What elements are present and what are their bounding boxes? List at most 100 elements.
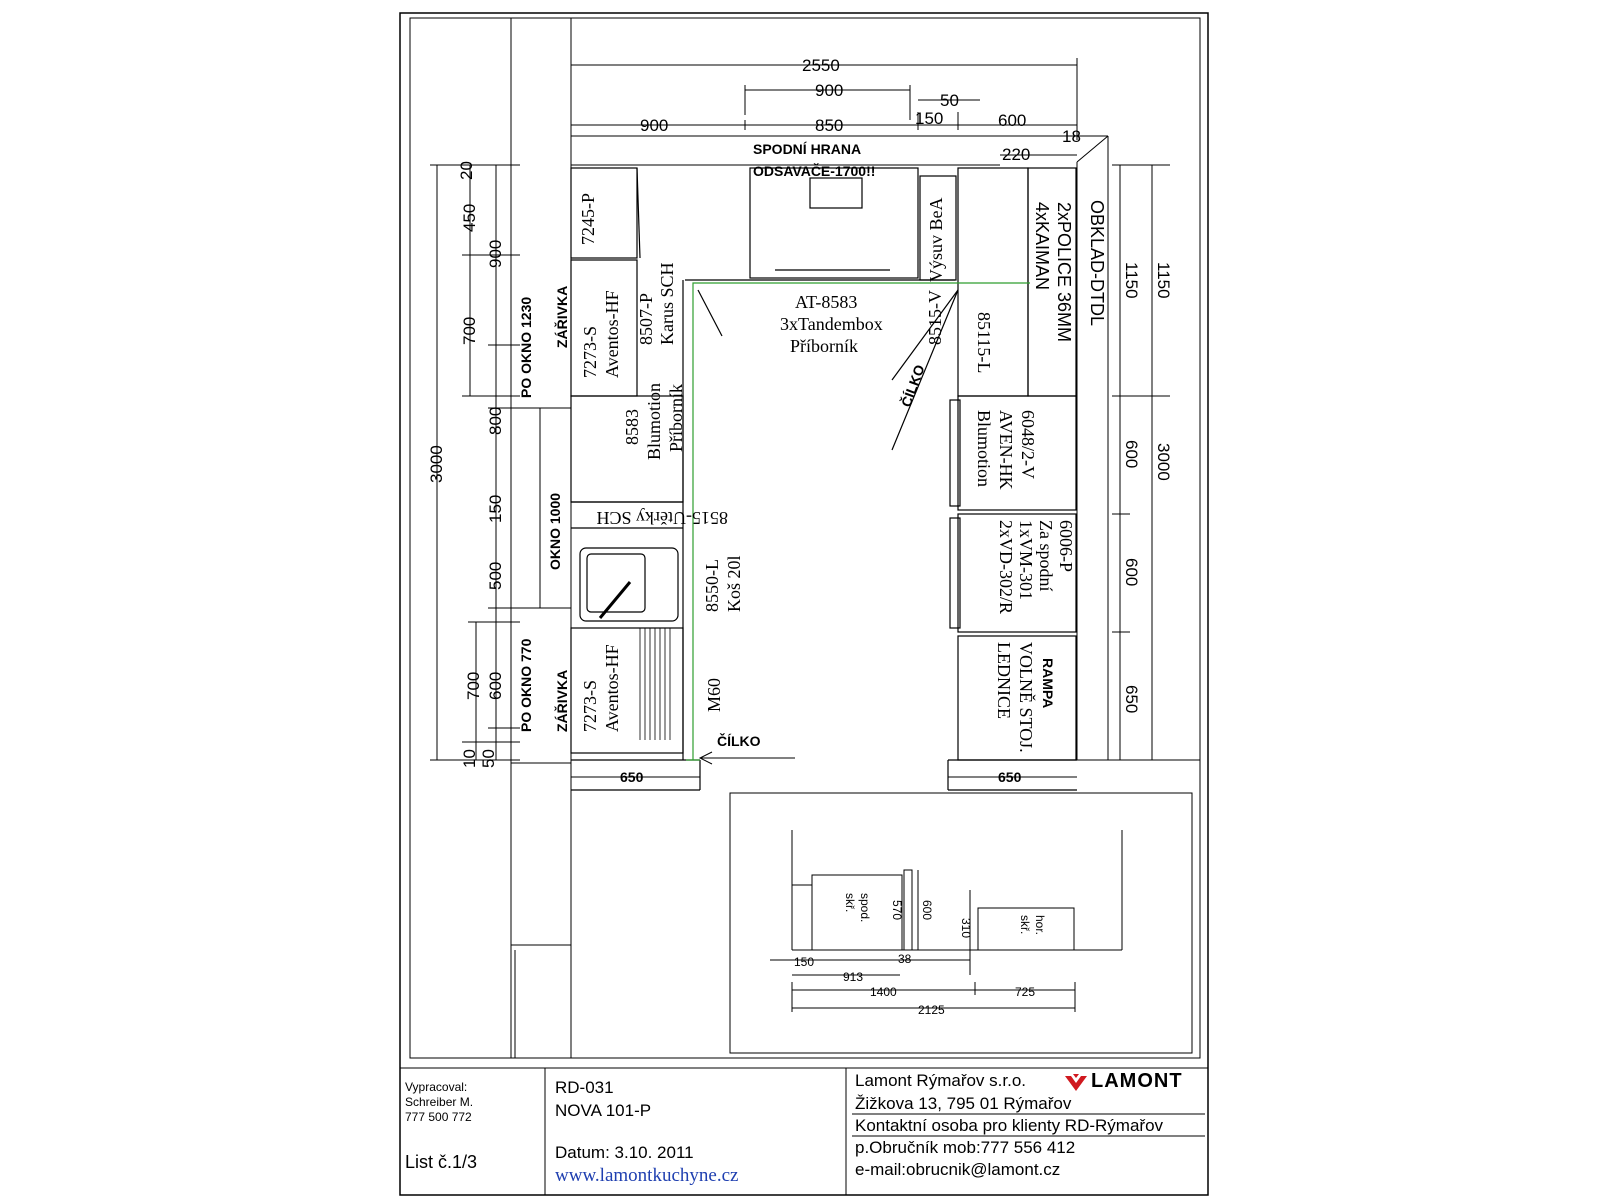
section-inset	[729, 792, 1193, 1054]
drawing-frame	[409, 17, 1201, 1059]
section-dim-725: 725	[1015, 985, 1035, 999]
label-8515-v: 8515-V	[925, 290, 945, 345]
tb-phone: 777 500 772	[405, 1110, 472, 1124]
dim-top-150: 150	[915, 109, 943, 128]
section-dim-310: 310	[959, 918, 973, 938]
page-frame	[399, 12, 1209, 1196]
label-po-okno-1230: PO OKNO 1230	[518, 297, 534, 398]
cab-8550-1: 8550-L	[702, 559, 722, 612]
dim-top-900-upper: 900	[815, 81, 843, 100]
dim-right-600-a: 600	[1122, 440, 1141, 468]
top-cabinets	[685, 167, 959, 451]
cab-8583-3: Příborník	[666, 384, 686, 452]
dim-bottom-650-left: 650	[620, 769, 644, 785]
dim-left-50: 50	[479, 749, 498, 768]
section-dim-570: 570	[890, 900, 904, 920]
dim-top-2550: 2550	[802, 56, 840, 75]
section-dim-1400: 1400	[870, 985, 897, 999]
tb-email[interactable]: e-mail:obrucnik@lamont.cz	[855, 1160, 1061, 1179]
cab-8515-uterky: 8515-Utěrky SCH	[597, 508, 729, 528]
dim-left-500: 500	[486, 562, 505, 590]
section-dim-600: 600	[920, 900, 934, 920]
section-spod-2: skř.	[843, 893, 857, 912]
label-vysuv-bea: Výsuv BeA	[926, 198, 946, 283]
dim-top-50: 50	[940, 91, 959, 110]
dim-left-10: 10	[460, 749, 479, 768]
countertop-edge	[686, 282, 1030, 761]
cilko-arrow	[698, 751, 795, 765]
label-okno-1000: OKNO 1000	[547, 493, 563, 570]
label-volne-stoj: VOLNĚ STOJ.	[1016, 642, 1037, 753]
cab-6006-3: 1xVM-301	[1016, 520, 1036, 600]
dim-left-450: 450	[460, 204, 479, 232]
label-police-2: 4xKAIMAN	[1032, 202, 1052, 290]
tb-datum: Datum: 3.10. 2011	[555, 1143, 694, 1162]
section-dim-2125: 2125	[918, 1003, 945, 1017]
dim-top-220: 220	[1002, 145, 1030, 164]
hood-label-line1: SPODNÍ HRANA	[753, 141, 861, 157]
label-police-1: 2xPOLICE 36MM	[1054, 202, 1074, 342]
label-at-8583: AT-8583	[795, 292, 857, 312]
tb-vypracoval: Vypracoval:	[405, 1080, 468, 1094]
dim-left-900: 900	[486, 240, 505, 268]
cab-8583-1: 8583	[622, 409, 642, 445]
left-cabinets	[570, 167, 701, 791]
dim-right-1150-a: 1150	[1122, 262, 1141, 299]
tb-person: p.Obručník mob:777 556 412	[855, 1138, 1076, 1157]
tb-address: Žižkova 13, 795 01 Rýmařov	[855, 1094, 1072, 1113]
label-lednice: LEDNICE	[994, 642, 1014, 719]
section-dim-38: 38	[898, 952, 912, 966]
dim-bottom-650-right: 650	[998, 769, 1022, 785]
cab-7273-bottom-1: 7273-S	[580, 680, 600, 732]
tb-model: NOVA 101-P	[555, 1101, 652, 1120]
cab-7273-bottom-2: Aventos-HF	[602, 644, 622, 732]
section-hor-1: hor.	[1033, 915, 1047, 935]
dim-left-3000: 3000	[427, 445, 446, 483]
cab-7273-top-2: Aventos-HF	[602, 290, 622, 378]
cab-8507-2: Karus SCH	[657, 262, 677, 345]
dim-right-600-b: 600	[1122, 558, 1141, 586]
dim-top-900-left: 900	[640, 116, 668, 135]
section-hor-2: skř.	[1018, 915, 1032, 934]
section-spod-1: spod.	[858, 893, 872, 922]
label-po-okno-770: PO OKNO 770	[518, 638, 534, 732]
section-dim-150: 150	[794, 955, 814, 969]
dim-left-20: 20	[457, 161, 476, 180]
cab-8550-2: Koš 20l	[724, 555, 744, 612]
tb-web-link[interactable]: www.lamontkuchyne.cz	[555, 1165, 739, 1186]
title-block-lines	[400, 1067, 1208, 1195]
dim-right-650: 650	[1122, 685, 1141, 713]
label-zarivka-top: ZÁŘIVKA	[553, 286, 570, 348]
dim-left-600: 600	[486, 672, 505, 700]
top-dimension-lines	[570, 58, 1078, 156]
cab-6006-2: Za spodní	[1036, 520, 1056, 592]
lamont-logo-icon	[1065, 1074, 1087, 1091]
dim-right-1150-b: 1150	[1154, 262, 1173, 299]
tb-company: Lamont Rýmařov s.r.o.	[855, 1071, 1027, 1090]
dim-right-3000: 3000	[1154, 443, 1173, 481]
label-obklad: OBKLAD-DTDL	[1087, 200, 1107, 326]
right-cabinets	[947, 167, 1077, 791]
dim-left-700-lower: 700	[464, 672, 483, 700]
dim-top-600: 600	[998, 111, 1026, 130]
right-dimension-lines	[1112, 164, 1170, 761]
dim-top-18: 18	[1062, 127, 1081, 146]
tb-list: List č.1/3	[405, 1152, 478, 1172]
label-tandembox: 3xTandembox	[780, 314, 883, 334]
cab-7245: 7245-P	[578, 193, 598, 245]
cab-8507-1: 8507-P	[636, 293, 656, 345]
label-m60: M60	[704, 678, 724, 712]
cab-7273-top-1: 7273-S	[580, 326, 600, 378]
label-pribornik: Příborník	[790, 336, 858, 356]
cab-85115-l: 85115-L	[974, 312, 994, 373]
cab-8583-2: Blumotion	[644, 383, 664, 460]
lamont-logo: LAMONT	[1065, 1070, 1213, 1094]
label-zarivka-bottom: ZÁŘIVKA	[553, 670, 570, 732]
cab-6006-1: 6006-P	[1056, 520, 1076, 572]
label-rampa: RAMPA	[1040, 658, 1056, 708]
tb-code: RD-031	[555, 1078, 614, 1097]
cab-6048-3: Blumotion	[974, 410, 994, 487]
tb-name: Schreiber M.	[405, 1095, 474, 1109]
tb-contact: Kontaktní osoba pro klienty RD-Rýmařov	[855, 1116, 1164, 1135]
